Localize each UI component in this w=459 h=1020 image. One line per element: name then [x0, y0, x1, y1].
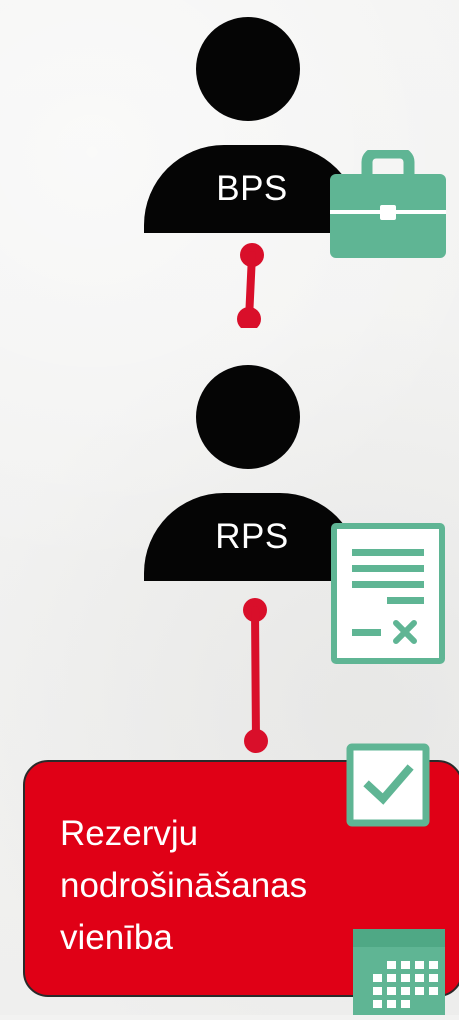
bps-person-head: [196, 17, 300, 121]
rps-person-body: RPS: [144, 493, 360, 581]
reserve-unit-line-3: vienība: [60, 918, 173, 957]
reserve-unit-line-1: Rezervju: [60, 814, 199, 853]
rps-label: RPS: [215, 517, 289, 556]
rps-person: RPS: [144, 348, 360, 608]
calendar-icon: [353, 929, 445, 1015]
rps-person-head: [196, 365, 300, 469]
connector-bps-rps: [231, 238, 271, 331]
bps-label: BPS: [216, 169, 288, 208]
bps-person-body: BPS: [144, 145, 360, 233]
bps-person: BPS: [144, 0, 360, 260]
document-icon: [331, 523, 445, 664]
reserve-unit-label: Rezervju nodrošināšanas vienība: [60, 808, 360, 964]
reserve-unit-line-2: nodrošināšanas: [60, 866, 308, 905]
checkbox-icon: [346, 743, 430, 827]
briefcase-icon: [328, 147, 448, 262]
connector-rps-unit: [238, 590, 274, 760]
